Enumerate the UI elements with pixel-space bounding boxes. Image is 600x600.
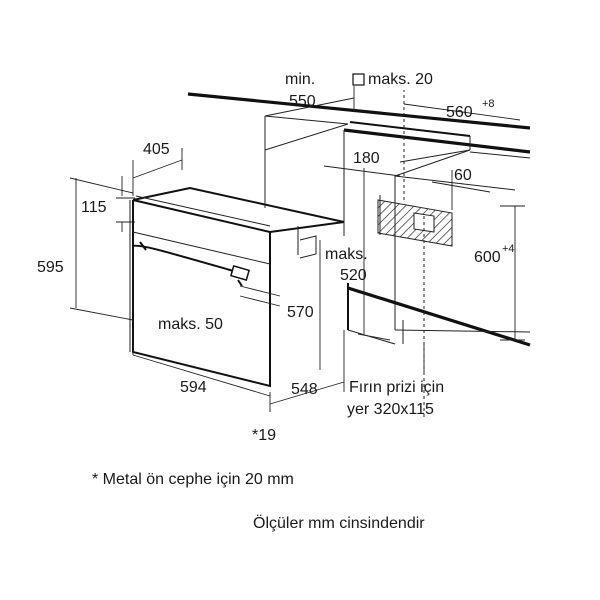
countertop	[187, 92, 531, 208]
label-600-sup: +4	[502, 243, 515, 255]
label-548: 548	[291, 381, 318, 398]
label-min: min.	[285, 71, 315, 88]
dimension-lines	[69, 86, 525, 412]
label-550: 550	[289, 93, 316, 110]
label-520: 520	[340, 267, 367, 284]
oven-handle	[131, 241, 250, 287]
cabinet-niche	[343, 130, 531, 347]
label-595: 595	[37, 259, 64, 276]
footnote-metal-front: * Metal ön cephe için 20 mm	[92, 471, 294, 488]
label-600: 600	[474, 249, 501, 266]
label-star-19: *19	[252, 427, 276, 444]
label-socket-line1: Fırın prizi için	[349, 379, 444, 396]
label-405: 405	[143, 141, 170, 158]
label-570: 570	[287, 304, 314, 321]
square-icon	[352, 73, 365, 86]
oven-front	[129, 186, 345, 388]
footnote-units: Ölçüler mm cinsindendir	[253, 514, 425, 532]
label-594: 594	[180, 379, 207, 396]
label-socket-line2: yer 320x115	[347, 401, 434, 418]
label-115: 115	[81, 199, 107, 216]
label-560-sup: +8	[482, 98, 495, 110]
label-maks-20: maks. 20	[368, 71, 433, 88]
label-60: 60	[454, 167, 472, 184]
label-maks: maks.	[325, 246, 368, 263]
label-180: 180	[353, 150, 380, 167]
label-maks-50: maks. 50	[158, 316, 223, 333]
label-560: 560	[446, 104, 473, 121]
socket-area	[377, 90, 453, 420]
